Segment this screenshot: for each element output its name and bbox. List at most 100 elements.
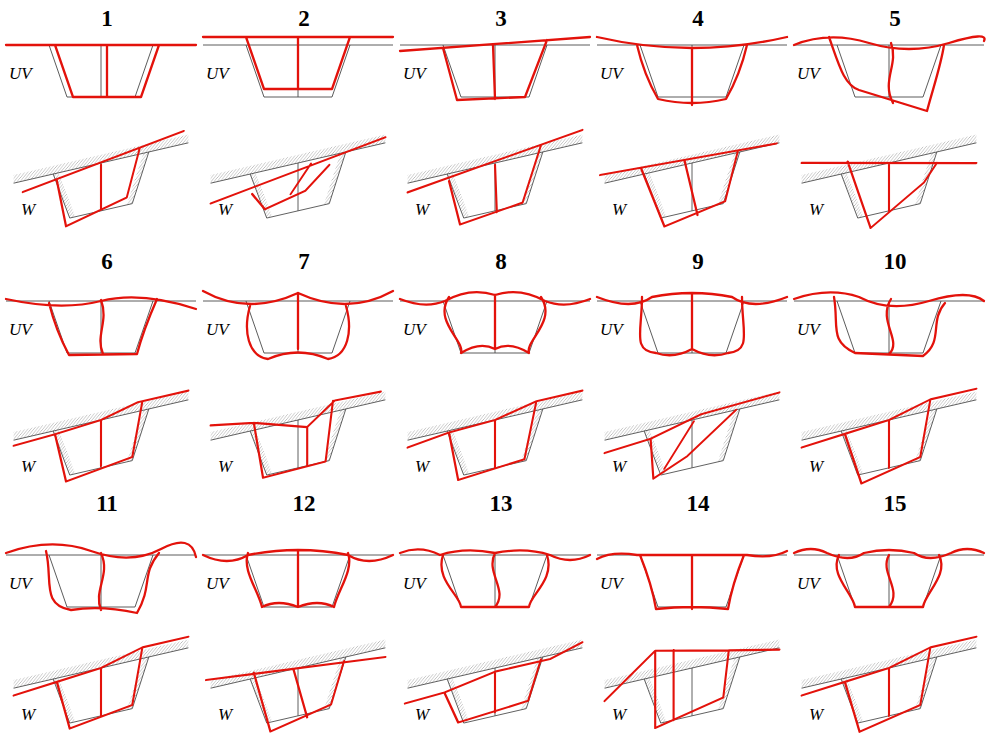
view-label: W: [218, 201, 232, 218]
view-label: UV: [403, 575, 426, 592]
uv-view: [203, 550, 393, 607]
deformed-section: [405, 642, 583, 735]
deformed-section: [605, 392, 780, 489]
uv-view: [6, 45, 196, 97]
w-view: [605, 622, 780, 740]
view-label: W: [415, 706, 429, 723]
panel-number: 4: [692, 7, 704, 30]
w-view: [14, 130, 189, 238]
panel-number: 13: [490, 492, 513, 515]
view-label: UV: [403, 65, 426, 82]
deformed-section: [600, 134, 777, 241]
deformed-section: [400, 292, 590, 353]
deformed-section: [802, 637, 977, 745]
w-view: [802, 637, 977, 745]
view-label: UV: [206, 65, 229, 82]
view-label: UV: [797, 575, 820, 592]
view-label: W: [218, 706, 232, 723]
uv-view: [203, 291, 393, 359]
panel-number: 8: [495, 250, 507, 273]
deformed-section: [605, 622, 780, 740]
view-label: W: [218, 458, 232, 475]
panel-number: 6: [101, 250, 113, 273]
uv-view: [400, 37, 590, 100]
panel-number: 11: [96, 492, 118, 515]
deformed-section: [211, 386, 381, 490]
deformed-section: [23, 131, 184, 236]
panel-number: 5: [889, 7, 901, 30]
view-label: W: [612, 201, 626, 218]
uv-view: [597, 551, 787, 609]
w-view: [14, 391, 189, 494]
panel-number: 3: [495, 7, 507, 30]
deformed-section: [408, 391, 583, 492]
deformed-section: [794, 292, 984, 356]
panel-number: 1: [101, 7, 113, 30]
deformed-section: [400, 549, 590, 607]
w-view: [211, 385, 386, 490]
deformed-section: [203, 37, 393, 89]
panel-number: 10: [884, 250, 907, 273]
w-view: [211, 135, 386, 231]
deformed-section: [794, 549, 984, 607]
panel-number: 15: [884, 492, 907, 515]
deformed-section: [6, 45, 196, 97]
uv-view: [203, 37, 393, 97]
deformed-section: [408, 130, 583, 237]
deformed-section: [14, 637, 189, 742]
panel-number: 7: [298, 250, 310, 273]
view-label: W: [809, 706, 823, 723]
w-view: [408, 391, 583, 492]
deformed-section: [802, 389, 977, 497]
view-label: UV: [600, 575, 623, 592]
view-label: UV: [797, 65, 820, 82]
uv-view: [794, 292, 984, 356]
deformed-section: [203, 291, 393, 359]
w-view: [802, 389, 977, 497]
view-label: UV: [9, 321, 32, 338]
deformed-section: [597, 551, 787, 609]
panel-number: 12: [293, 492, 316, 515]
view-label: W: [415, 201, 429, 218]
deformed-section: [6, 543, 196, 613]
deformed-section: [802, 123, 977, 244]
view-label: W: [21, 201, 35, 218]
uv-view: [794, 36, 985, 111]
w-view: [206, 639, 385, 747]
view-label: UV: [600, 65, 623, 82]
w-view: [405, 640, 583, 737]
deformed-section: [794, 36, 985, 111]
view-label: W: [21, 458, 35, 475]
view-label: UV: [206, 575, 229, 592]
uv-view: [400, 292, 590, 353]
view-label: UV: [600, 321, 623, 338]
w-view: [802, 123, 977, 244]
uv-view: [597, 37, 787, 105]
uv-view: [6, 543, 196, 613]
panel-number: 9: [692, 250, 704, 273]
deformed-section: [6, 297, 196, 355]
w-view: [600, 134, 779, 242]
uv-view: [794, 549, 984, 607]
view-label: W: [21, 706, 35, 723]
uv-view: [597, 293, 787, 355]
view-label: UV: [797, 321, 820, 338]
w-view: [408, 130, 583, 237]
uv-view: [6, 297, 196, 355]
view-label: UV: [9, 65, 32, 82]
panel-number: 2: [298, 7, 310, 30]
deformed-section: [211, 137, 386, 222]
view-label: W: [612, 458, 626, 475]
view-label: UV: [9, 575, 32, 592]
panel-number: 14: [687, 492, 710, 515]
view-label: UV: [206, 321, 229, 338]
view-label: W: [809, 458, 823, 475]
deformed-section: [203, 550, 393, 607]
w-view: [14, 637, 189, 742]
deformed-section: [206, 639, 385, 747]
view-label: W: [415, 458, 429, 475]
view-label: W: [612, 706, 626, 723]
